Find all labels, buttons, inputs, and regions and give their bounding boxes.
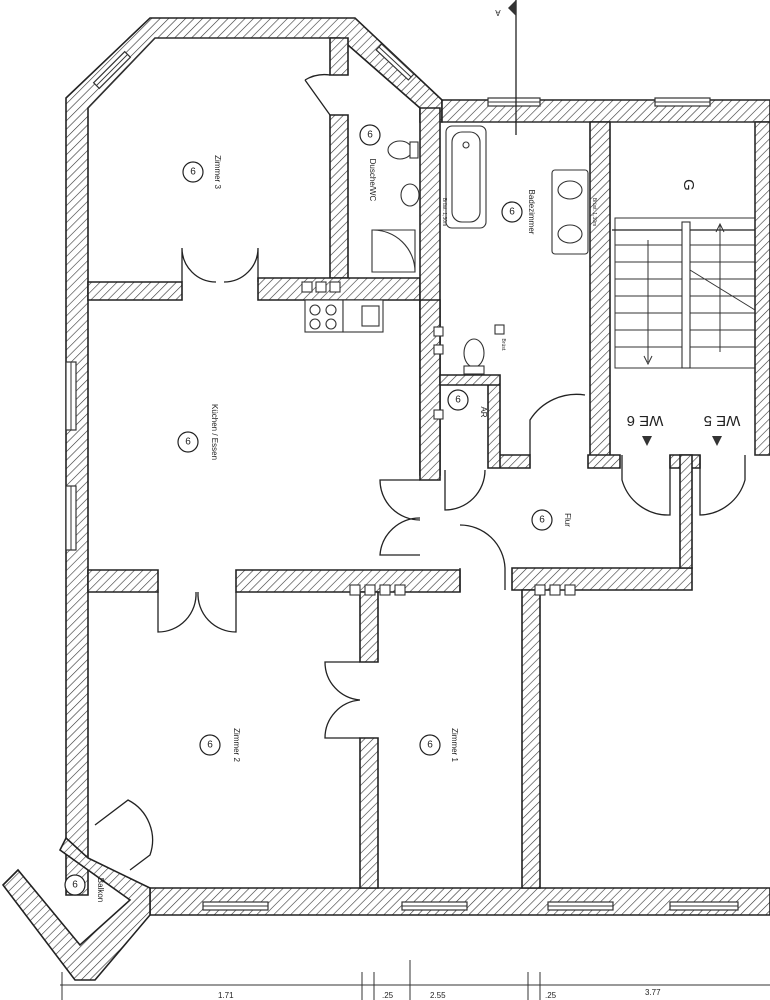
svg-text:6: 6 bbox=[367, 130, 373, 141]
room-ar: 6 AR bbox=[447, 389, 488, 418]
room-flur: 6 Flur bbox=[531, 509, 572, 531]
staircase bbox=[612, 217, 756, 369]
room-zimmer-1: 6 Zimmer 1 bbox=[419, 728, 459, 762]
door-z3-kueche bbox=[181, 247, 259, 283]
svg-text:Flur: Flur bbox=[563, 513, 572, 527]
wall-z3-kueche bbox=[87, 277, 421, 301]
svg-text:Dusche/WC: Dusche/WC bbox=[368, 159, 377, 202]
room-kuechen-essen: 6 Küchen / Essen bbox=[177, 404, 219, 460]
svg-text:6: 6 bbox=[427, 740, 433, 751]
svg-text:AR: AR bbox=[479, 406, 488, 417]
sink-dusche bbox=[400, 183, 420, 207]
room-badezimmer: 6 Badezimmer bbox=[501, 190, 536, 235]
dim-1: 1.71 bbox=[218, 991, 234, 1000]
svg-text:6: 6 bbox=[207, 740, 213, 751]
door-kueche-z2 bbox=[157, 591, 237, 633]
walls bbox=[1, 17, 770, 981]
toilet-bad bbox=[463, 338, 485, 368]
svg-text:6: 6 bbox=[190, 167, 196, 178]
room-zimmer-3: 6 Zimmer 3 bbox=[182, 155, 222, 189]
dim-4: .25 bbox=[545, 991, 557, 1000]
dim-3: 2.55 bbox=[430, 991, 446, 1000]
outer-wall-east bbox=[754, 121, 770, 456]
doors bbox=[94, 73, 746, 871]
door-bad bbox=[529, 393, 586, 455]
svg-text:Badezimmer: Badezimmer bbox=[527, 190, 536, 235]
dim-2: .25 bbox=[382, 991, 394, 1000]
dimensions: 1.71 .25 2.55 .25 3.77 bbox=[60, 960, 770, 1000]
svg-text:6: 6 bbox=[185, 437, 191, 448]
outer-wall-west bbox=[65, 17, 443, 896]
door-ar bbox=[444, 469, 486, 511]
dim-5: 3.77 bbox=[645, 988, 661, 997]
note-bad-east: Brüst. 1,30m bbox=[591, 198, 597, 226]
shower bbox=[371, 229, 416, 273]
wall-flur-east bbox=[679, 454, 693, 569]
svg-text:Balkon: Balkon bbox=[96, 878, 105, 902]
svg-text:Zimmer 2: Zimmer 2 bbox=[232, 728, 241, 762]
door-dusche bbox=[304, 73, 331, 116]
door-z1 bbox=[324, 661, 361, 739]
note-bad-toilet: Brüst. bbox=[500, 338, 506, 351]
unit-we5: WE 5 bbox=[704, 412, 741, 429]
svg-text:Küchen / Essen: Küchen / Essen bbox=[210, 404, 219, 460]
note-bad-west: Brüst. 1,30m bbox=[441, 198, 447, 226]
wall-bad-east bbox=[589, 121, 611, 466]
section-marker: A bbox=[495, 0, 517, 135]
svg-text:6: 6 bbox=[509, 207, 515, 218]
svg-text:6: 6 bbox=[455, 395, 461, 406]
wall-ar bbox=[439, 374, 531, 469]
svg-text:Zimmer 1: Zimmer 1 bbox=[450, 728, 459, 762]
door-we5 bbox=[699, 455, 746, 516]
toilet-dusche bbox=[387, 140, 413, 160]
room-labels: 6 Zimmer 3 6 Dusche/WC 6 Badezimmer 6 Kü… bbox=[64, 124, 741, 902]
room-zimmer-2: 6 Zimmer 2 bbox=[199, 728, 241, 762]
svg-text:6: 6 bbox=[72, 880, 78, 891]
wall-z1-east bbox=[521, 589, 541, 889]
stair-label: G bbox=[680, 179, 697, 191]
room-dusche-wc: 6 Dusche/WC bbox=[359, 124, 381, 202]
door-we6 bbox=[621, 455, 671, 516]
door-flur-south bbox=[459, 524, 506, 592]
section-marker-label: A bbox=[495, 8, 501, 17]
door-kueche-flur bbox=[379, 479, 421, 556]
door-balkon bbox=[94, 799, 154, 871]
svg-text:Zimmer 3: Zimmer 3 bbox=[213, 155, 222, 189]
unit-we6: WE 6 bbox=[627, 412, 664, 429]
windows bbox=[65, 43, 739, 911]
balkon-wall bbox=[1, 836, 151, 981]
svg-text:6: 6 bbox=[539, 515, 545, 526]
wall-z3-dusche bbox=[329, 37, 349, 279]
fixtures bbox=[301, 125, 589, 596]
room-balkon: 6 Balkon bbox=[64, 874, 105, 902]
wall-z2-z1 bbox=[359, 591, 379, 889]
